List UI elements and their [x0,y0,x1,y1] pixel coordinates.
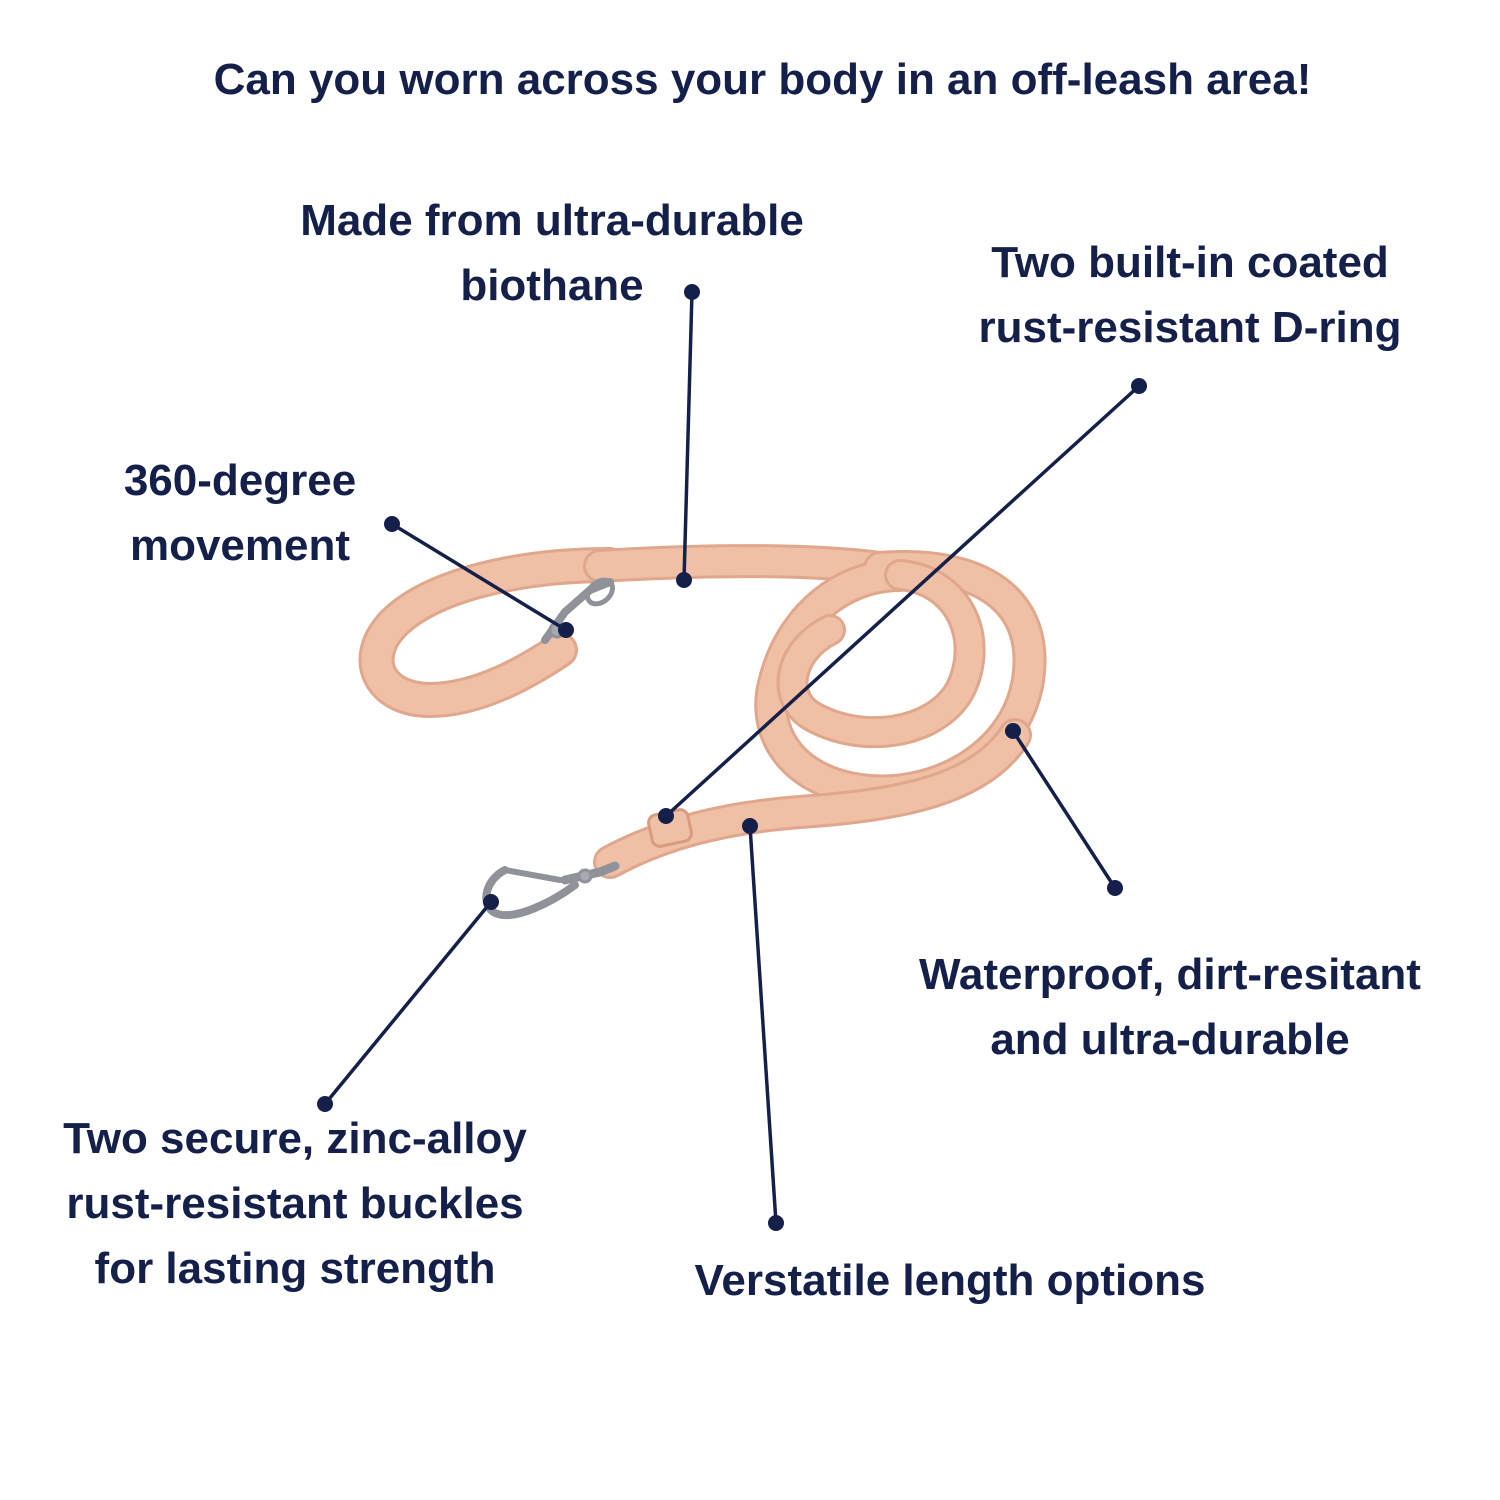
callout-length-line-1: Verstatile length options [694,1256,1206,1305]
leader-waterproof [1005,723,1123,896]
leader-length-dot-top [742,818,758,834]
leader-buckles-dot-end [317,1096,333,1112]
callout-360-line-2: movement [129,521,351,570]
leader-biothane [676,284,700,588]
leader-biothane-dot-top [684,284,700,300]
callout-biothane-line-2: biothane [460,261,644,310]
headline: Can you worn across your body in an off-… [213,55,1312,104]
leader-length [742,818,784,1231]
clip-swivel-upper [541,577,616,644]
callout-360-movement: 360-degree movement [60,448,420,578]
callout-360-line-1: 360-degree [123,456,357,505]
leader-360 [384,516,574,638]
leader-d-ring [658,378,1147,824]
leader-360-dot-top [384,516,400,532]
leader-length-dot-end [768,1215,784,1231]
callout-biothane-line-1: Made from ultra-durable [300,196,804,245]
snap-hook-lower [482,861,620,919]
callout-biothane: Made from ultra-durable biothane [252,188,852,318]
leader-waterproof-dot-top [1005,723,1021,739]
callout-buckles: Two secure, zinc-alloy rust-resistant bu… [20,1106,570,1301]
leash-image [358,544,1047,919]
callout-d-ring-line-2: rust-resistant D-ring [978,303,1402,352]
callout-length: Verstatile length options [650,1248,1250,1313]
leader-waterproof-dot-end [1107,880,1123,896]
callout-waterproof-line-1: Waterproof, dirt-resitant [919,950,1421,999]
leader-360-dot-end [558,622,574,638]
callout-buckles-line-1: Two secure, zinc-alloy [63,1114,527,1163]
leader-buckles-dot-top [483,894,499,910]
leader-buckles [317,894,499,1112]
callout-buckles-line-2: rust-resistant buckles [66,1179,524,1228]
callout-waterproof: Waterproof, dirt-resitant and ultra-dura… [870,942,1470,1072]
callout-d-ring: Two built-in coated rust-resistant D-rin… [940,230,1440,360]
callout-waterproof-line-2: and ultra-durable [990,1015,1350,1064]
callout-buckles-line-3: for lasting strength [94,1244,496,1293]
leader-d-ring-dot-top [1131,378,1147,394]
leader-d-ring-dot-end [658,808,674,824]
leader-biothane-dot-end [676,572,692,588]
callout-d-ring-line-1: Two built-in coated [991,238,1389,287]
callout-lines [317,284,1147,1231]
